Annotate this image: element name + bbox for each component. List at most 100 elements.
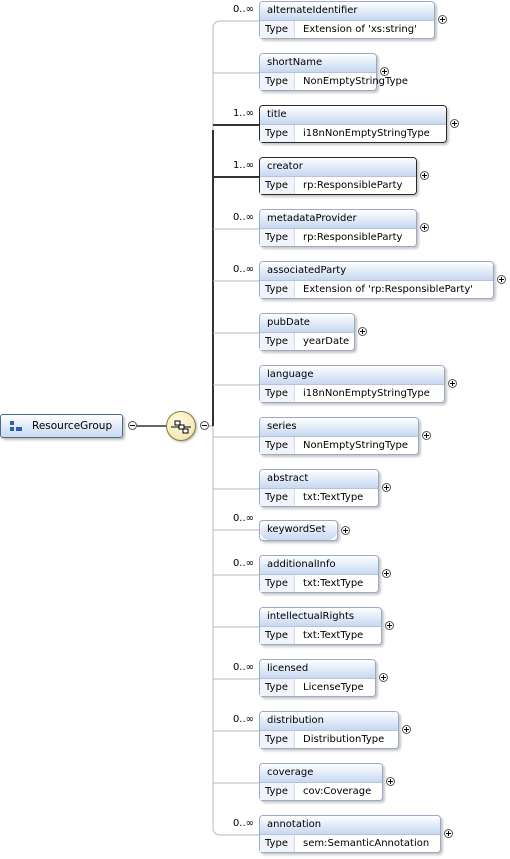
- element-name: alternateIdentifier: [260, 2, 434, 21]
- type-value: i18nNonEmptyStringType: [303, 388, 430, 399]
- cardinality-label: 0..∞: [232, 264, 254, 275]
- type-value: i18nNonEmptyStringType: [303, 128, 430, 139]
- element-name: annotation: [260, 816, 440, 835]
- root-label: ResourceGroup: [32, 420, 113, 432]
- cardinality-label: 0..∞: [232, 4, 254, 15]
- type-key-label: Type: [260, 177, 295, 194]
- element-name: coverage: [260, 764, 382, 783]
- type-value: DistributionType: [303, 734, 385, 745]
- element-name: keywordSet: [260, 521, 337, 540]
- sequence-compositor-icon[interactable]: [166, 411, 196, 441]
- type-key-label: Type: [260, 835, 295, 852]
- type-key-label: Type: [260, 731, 295, 748]
- type-key-label: Type: [260, 333, 295, 350]
- expand-icon[interactable]: [422, 431, 431, 440]
- expand-icon[interactable]: [382, 483, 391, 492]
- element-name: additionalInfo: [260, 556, 378, 575]
- type-value: txt:TextType: [303, 578, 364, 589]
- sequence-collapse-icon[interactable]: [200, 421, 209, 430]
- expand-icon[interactable]: [420, 171, 429, 180]
- element-name: distribution: [260, 712, 398, 731]
- expand-icon[interactable]: [341, 525, 350, 535]
- cardinality-label: 0..∞: [232, 818, 254, 829]
- element-type-row: Type txt:TextType: [260, 627, 381, 644]
- element-type-row: Type rp:ResponsibleParty: [260, 177, 416, 194]
- element-type-row: Type DistributionType: [260, 731, 398, 748]
- element-name: pubDate: [260, 314, 354, 333]
- cardinality-label: 0..∞: [232, 662, 254, 673]
- element-name: series: [260, 418, 418, 437]
- type-value: LicenseType: [303, 682, 364, 693]
- connector-line: [212, 426, 259, 836]
- expand-icon[interactable]: [497, 275, 506, 284]
- expand-icon[interactable]: [420, 223, 429, 232]
- expand-icon[interactable]: [450, 119, 459, 128]
- element-name: creator: [260, 158, 416, 177]
- expand-icon[interactable]: [448, 379, 457, 388]
- element-type-row: Type i18nNonEmptyStringType: [260, 385, 444, 402]
- connector-line: [212, 20, 259, 426]
- type-key-label: Type: [260, 575, 295, 592]
- type-value: Extension of 'rp:ResponsibleParty': [303, 284, 474, 295]
- element-keywordset[interactable]: keywordSet: [259, 520, 338, 541]
- type-key-label: Type: [260, 229, 295, 246]
- element-name: shortName: [260, 54, 376, 73]
- type-value: txt:TextType: [303, 630, 364, 641]
- expand-icon[interactable]: [379, 673, 388, 682]
- type-key-label: Type: [260, 679, 295, 696]
- type-key-label: Type: [260, 627, 295, 644]
- element-name: language: [260, 366, 444, 385]
- expand-icon[interactable]: [380, 67, 389, 76]
- sequence-icon: [171, 420, 191, 434]
- type-key-label: Type: [260, 125, 295, 142]
- cardinality-label: 0..∞: [232, 714, 254, 725]
- type-key-label: Type: [260, 73, 295, 90]
- root-collapse-icon[interactable]: [128, 421, 137, 430]
- expand-icon[interactable]: [402, 725, 411, 734]
- expand-icon[interactable]: [438, 15, 447, 24]
- type-value: cov:Coverage: [303, 786, 372, 797]
- expand-icon[interactable]: [382, 569, 391, 578]
- element-name: intellectualRights: [260, 608, 381, 627]
- root-element-resourcegroup[interactable]: ResourceGroup: [0, 414, 123, 438]
- type-value: NonEmptyStringType: [303, 440, 408, 451]
- expand-icon[interactable]: [358, 327, 367, 336]
- element-type-row: Type i18nNonEmptyStringType: [260, 125, 446, 142]
- element-name: title: [260, 106, 446, 125]
- element-name: licensed: [260, 660, 375, 679]
- type-value: txt:TextType: [303, 492, 364, 503]
- element-name: associatedParty: [260, 262, 493, 281]
- cardinality-label: 1..∞: [232, 160, 254, 171]
- expand-icon[interactable]: [444, 829, 453, 838]
- type-key-label: Type: [260, 385, 295, 402]
- cardinality-label: 0..∞: [232, 513, 254, 524]
- type-value: rp:ResponsibleParty: [303, 180, 403, 191]
- expand-icon[interactable]: [385, 621, 394, 630]
- expand-icon[interactable]: [386, 777, 395, 786]
